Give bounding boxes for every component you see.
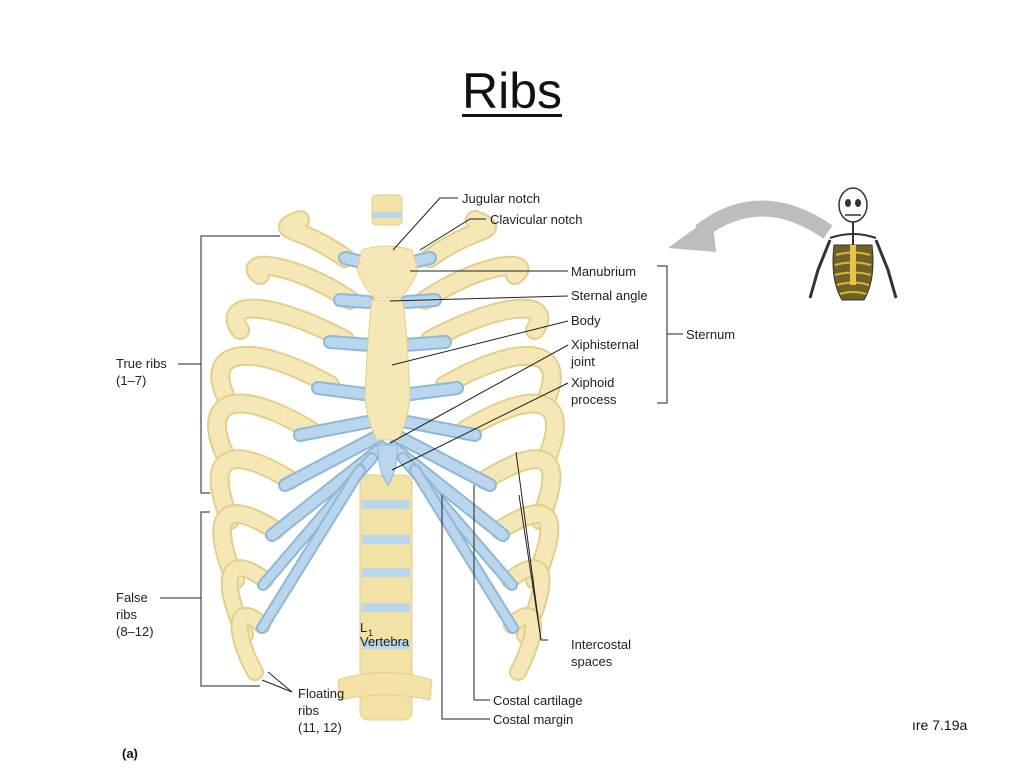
label-jugular-notch: Jugular notch xyxy=(462,191,540,206)
figure-reference: ıre 7.19a xyxy=(912,717,968,733)
label-intercostal-line2: spaces xyxy=(571,654,613,669)
label-clavicular-notch: Clavicular notch xyxy=(490,212,583,227)
anatomy-labels: Jugular notch Clavicular notch Manubrium… xyxy=(116,191,735,735)
xiphoid-process xyxy=(377,444,398,486)
ribs-right xyxy=(415,210,566,681)
label-xiphoid-line2: process xyxy=(571,392,617,407)
sternum xyxy=(356,245,419,486)
label-vertebra-subscript: 1 xyxy=(368,628,373,638)
label-true-ribs-line2: (1–7) xyxy=(116,373,146,388)
label-manubrium: Manubrium xyxy=(571,264,636,279)
label-true-ribs-line1: True ribs xyxy=(116,356,167,371)
label-vertebra-l: L xyxy=(360,620,367,635)
sternal-body xyxy=(364,299,411,441)
label-sternum: Sternum xyxy=(686,327,735,342)
label-body: Body xyxy=(571,313,601,328)
curved-arrow-icon xyxy=(668,200,833,252)
label-intercostal-line1: Intercostal xyxy=(571,637,631,652)
label-floating-line3: (11, 12) xyxy=(298,720,342,735)
skeleton-thumbnail-icon xyxy=(808,187,898,301)
label-false-ribs-line1: False xyxy=(116,590,148,605)
label-false-ribs-line3: (8–12) xyxy=(116,624,154,639)
costal-cartilages xyxy=(256,251,519,634)
label-xiphoid-line1: Xiphoid xyxy=(571,375,614,390)
label-costal-cartilage: Costal cartilage xyxy=(493,693,583,708)
label-sternal-angle: Sternal angle xyxy=(571,288,648,303)
slide-title: Ribs xyxy=(0,62,1024,120)
label-floating-line2: ribs xyxy=(298,703,319,718)
label-floating-line1: Floating xyxy=(298,686,344,701)
vertebral-column xyxy=(337,194,433,721)
label-xiphisternal-line2: joint xyxy=(570,354,595,369)
label-xiphisternal-line1: Xiphisternal xyxy=(571,337,639,352)
label-false-ribs-line2: ribs xyxy=(116,607,137,622)
panel-letter: (a) xyxy=(122,746,138,761)
label-costal-margin: Costal margin xyxy=(493,712,573,727)
slide-title-text: Ribs xyxy=(461,63,563,119)
label-vertebra: Vertebra xyxy=(360,634,410,649)
leader-lines xyxy=(160,197,683,720)
manubrium xyxy=(356,245,419,299)
ribs-left xyxy=(207,210,360,681)
